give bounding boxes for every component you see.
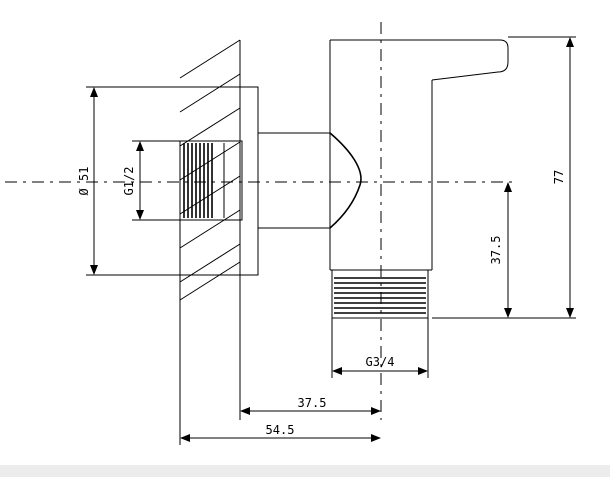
footer-bar bbox=[0, 465, 610, 477]
total-height-label: 77 bbox=[552, 170, 566, 184]
dim-overall-depth: 54.5 bbox=[179, 220, 381, 445]
flange bbox=[239, 86, 259, 276]
inlet-thread-label: G1/2 bbox=[122, 167, 136, 196]
dim-diameter: Ø 51 bbox=[77, 86, 240, 276]
overall-depth-label: 54.5 bbox=[266, 423, 295, 437]
dim-outlet-thread: G3/4 bbox=[331, 318, 429, 378]
handle-lever bbox=[330, 39, 509, 81]
technical-drawing: Ø 51 G1/2 77 37.5 G3/4 37.5 54.5 bbox=[5, 22, 576, 445]
dim-total-height: 77 bbox=[432, 36, 576, 319]
saddle-curve bbox=[329, 132, 362, 229]
outlet-thread-label: G3/4 bbox=[366, 355, 395, 369]
wall-hatching bbox=[179, 39, 241, 301]
outlet-height-label: 37.5 bbox=[489, 236, 503, 265]
diameter-label: Ø 51 bbox=[77, 167, 91, 196]
wall-to-axis-label: 37.5 bbox=[298, 396, 327, 410]
outlet-thread bbox=[331, 269, 429, 319]
inlet-thread bbox=[179, 140, 243, 221]
valve-body bbox=[329, 40, 433, 271]
dim-wall-to-axis: 37.5 bbox=[240, 396, 381, 415]
arm bbox=[258, 132, 330, 229]
dim-outlet-height: 37.5 bbox=[489, 182, 512, 318]
dim-inlet-thread: G1/2 bbox=[122, 140, 180, 221]
